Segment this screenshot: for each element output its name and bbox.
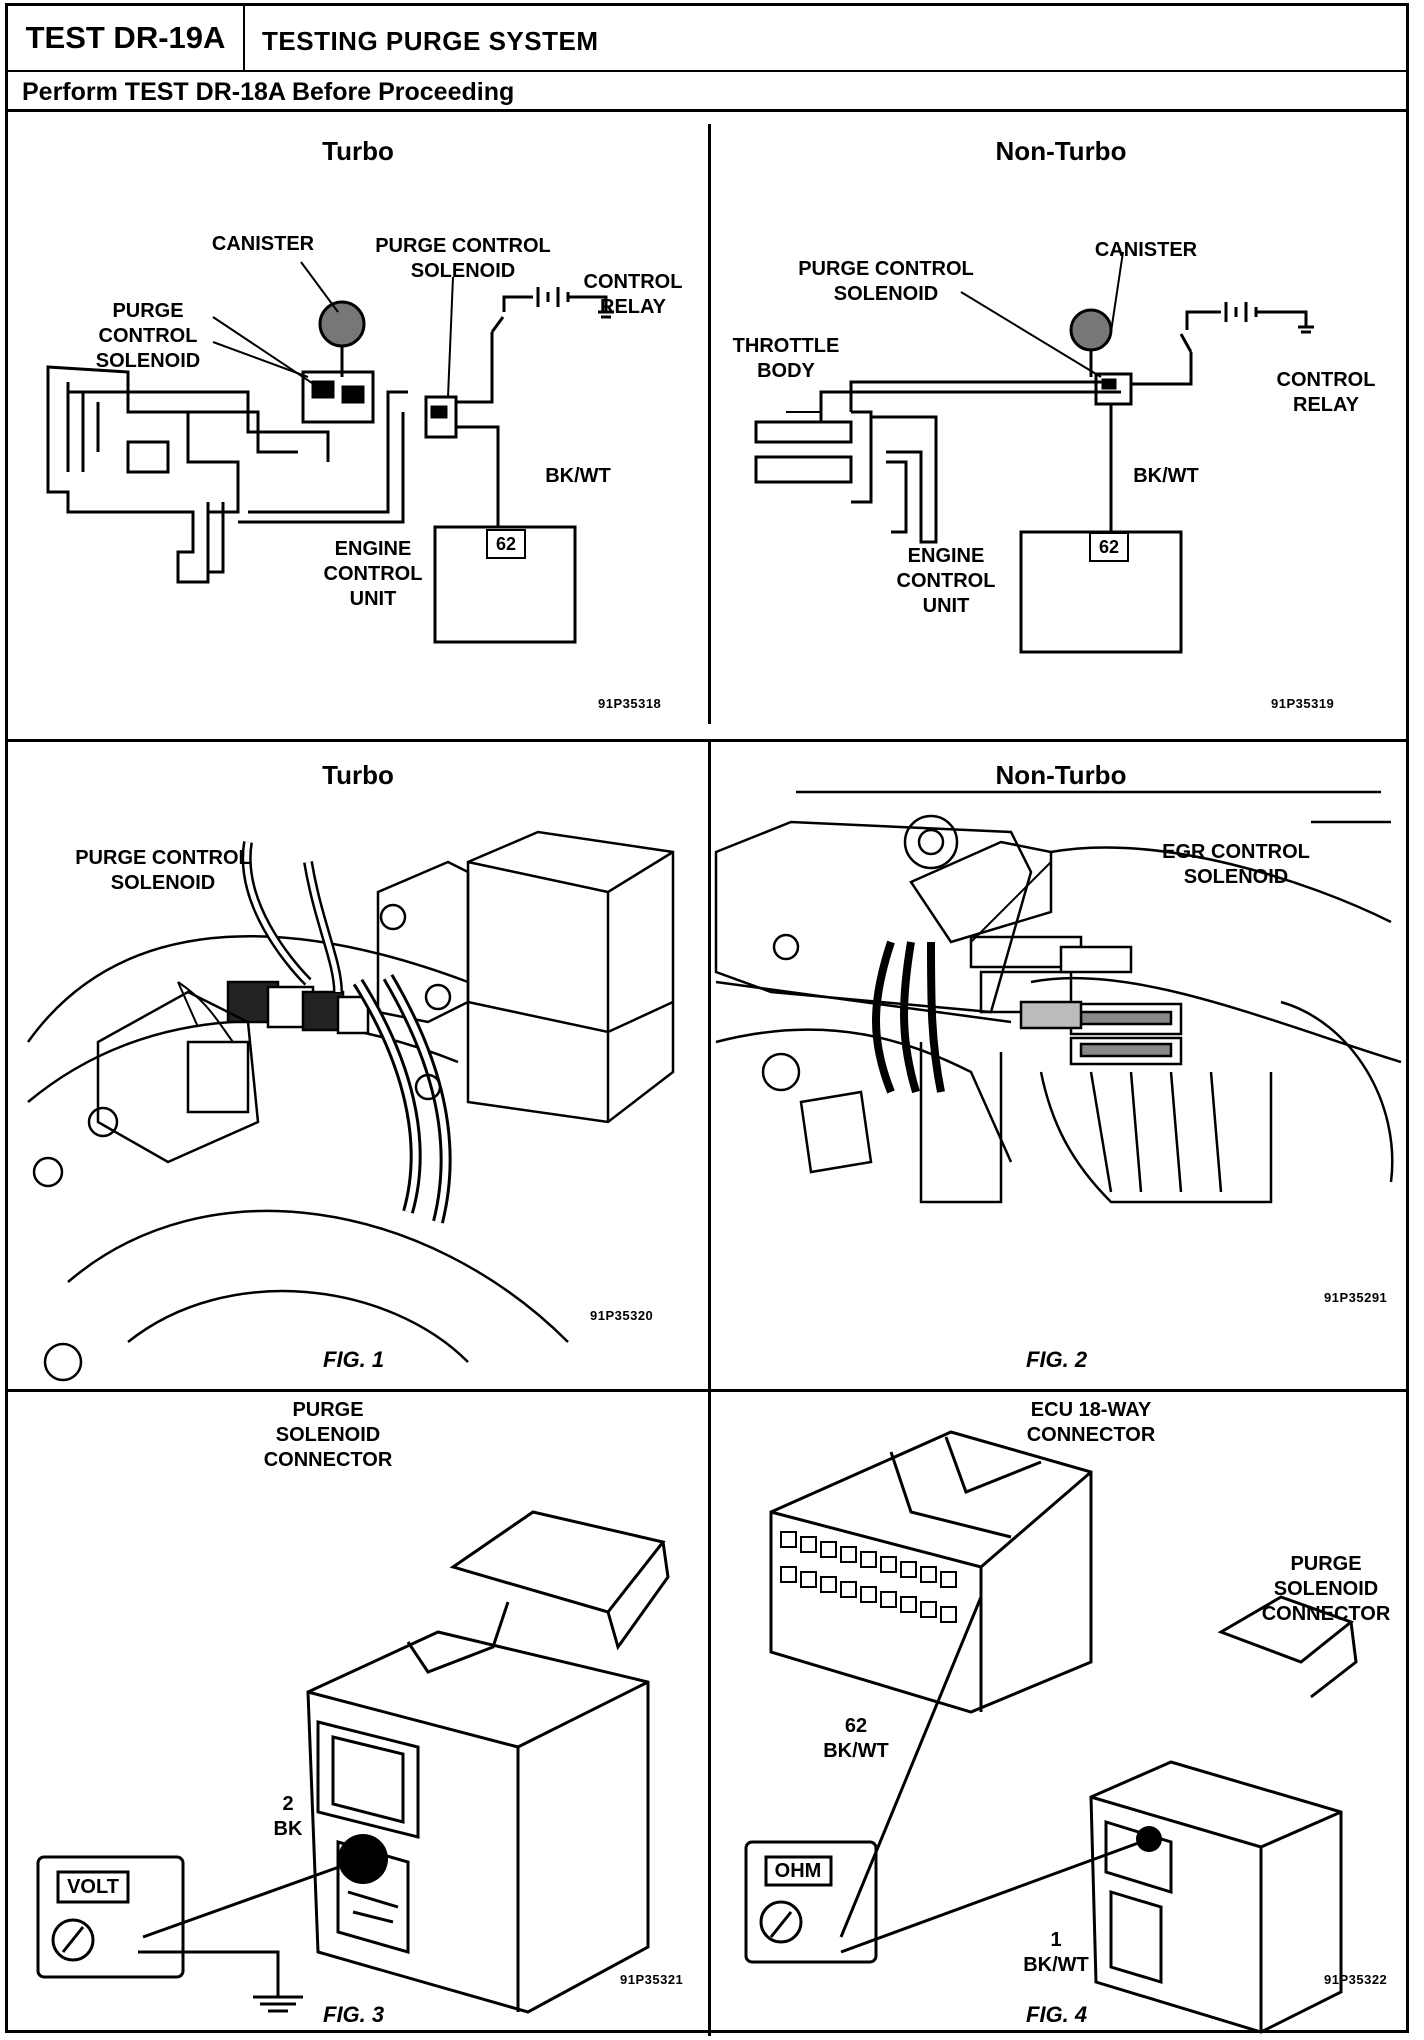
fig3-drawing bbox=[36, 1510, 670, 2014]
figure-ref: 91P35322 bbox=[1324, 1972, 1388, 1987]
ecu-connector-label: ECU 18-WAY CONNECTOR bbox=[1026, 1399, 1156, 1446]
ecu-pin-62: 62 bbox=[1089, 532, 1129, 562]
fig2-drawing bbox=[714, 790, 1402, 1204]
pin-label: 2 BK bbox=[273, 1793, 303, 1840]
wire-color-label: BK/WT bbox=[1133, 465, 1199, 487]
figure-ref: 91P35291 bbox=[1324, 1290, 1388, 1305]
row-divider bbox=[8, 1389, 1406, 1392]
canister-label: CANISTER bbox=[211, 233, 315, 255]
panel-title: Turbo bbox=[322, 760, 394, 790]
prerequisite-note: Perform TEST DR-18A Before Proceeding bbox=[22, 78, 515, 106]
schematic-turbo: Turbo CANISTER PURGE CONTROL SOLENOID CO… bbox=[8, 112, 708, 739]
connector-label: PURGE SOLENOID CONNECTOR bbox=[263, 1399, 393, 1471]
row-divider bbox=[8, 739, 1406, 742]
pin62-label: 62 BK/WT bbox=[823, 1715, 889, 1762]
control-relay-label: CONTROL RELAY bbox=[1276, 369, 1376, 416]
panel-title: Non-Turbo bbox=[995, 760, 1127, 790]
wire-color-label: BK/WT bbox=[545, 465, 611, 487]
throttle-body-label: THROTTLE BODY bbox=[732, 335, 840, 382]
connector-label: PURGE SOLENOID CONNECTOR bbox=[1261, 1553, 1391, 1625]
header-row: TEST DR-19A TESTING PURGE SYSTEM bbox=[8, 6, 1406, 72]
test-sheet: TEST DR-19A TESTING PURGE SYSTEM Perform… bbox=[5, 3, 1409, 2036]
voltmeter-display: VOLT bbox=[67, 1876, 119, 1898]
fig4-drawing bbox=[744, 1430, 1358, 2034]
figure-caption: FIG. 4 bbox=[1026, 2002, 1088, 2027]
fig1-panel: Turbo PURGE CONTROL SOLENOID 91P35320 FI… bbox=[8, 742, 708, 1389]
nonturbo-schematic-drawing bbox=[754, 251, 1314, 654]
test-id: TEST DR-19A bbox=[8, 6, 245, 70]
schematic-nonturbo: Non-Turbo PURGE CONTROL SOLENOID CANISTE… bbox=[711, 112, 1406, 739]
canister-label: CANISTER bbox=[1094, 239, 1198, 261]
figure-ref: 91P35318 bbox=[598, 696, 662, 711]
figure-caption: FIG. 3 bbox=[323, 2002, 385, 2027]
fig1-drawing bbox=[26, 830, 675, 1382]
fig4-panel: ECU 18-WAY CONNECTOR PURGE SOLENOID CONN… bbox=[711, 1392, 1406, 2036]
figure-ref: 91P35321 bbox=[620, 1972, 684, 1987]
purge-solenoid-label: PURGE CONTROL SOLENOID bbox=[75, 847, 251, 894]
figure-caption: FIG. 2 bbox=[1026, 1347, 1088, 1372]
fig2-panel: Non-Turbo EGR CONTROL SOLENOID 91P35291 … bbox=[711, 742, 1406, 1389]
column-divider bbox=[708, 739, 711, 2036]
egr-solenoid-label: EGR CONTROL SOLENOID bbox=[1162, 841, 1310, 888]
ecu-label: ENGINE CONTROL UNIT bbox=[323, 538, 423, 610]
test-title: TESTING PURGE SYSTEM bbox=[262, 26, 599, 56]
figure-grid: Turbo CANISTER PURGE CONTROL SOLENOID CO… bbox=[8, 109, 1406, 2036]
purge-solenoid-label: PURGE CONTROL SOLENOID bbox=[798, 258, 974, 305]
turbo-schematic-drawing bbox=[46, 261, 614, 644]
ecu-label: ENGINE CONTROL UNIT bbox=[896, 545, 996, 617]
ohmmeter-display: OHM bbox=[774, 1860, 822, 1882]
fig3-panel: PURGE SOLENOID CONNECTOR 2 BK VOLT 91P35… bbox=[8, 1392, 708, 2036]
figure-caption: FIG. 1 bbox=[323, 1347, 385, 1372]
panel-title: Turbo bbox=[322, 136, 394, 166]
figure-ref: 91P35319 bbox=[1271, 696, 1335, 711]
figure-ref: 91P35320 bbox=[590, 1308, 654, 1323]
purge-solenoid-label: PURGE CONTROL SOLENOID bbox=[375, 235, 551, 282]
panel-title: Non-Turbo bbox=[995, 136, 1127, 166]
control-relay-label: CONTROL RELAY bbox=[583, 271, 683, 318]
pin1-label: 1 BK/WT bbox=[1023, 1929, 1089, 1976]
schematic-divider bbox=[708, 124, 711, 724]
ecu-pin-62: 62 bbox=[486, 529, 526, 559]
purge-solenoid-label: PURGE CONTROL SOLENOID bbox=[95, 300, 201, 372]
